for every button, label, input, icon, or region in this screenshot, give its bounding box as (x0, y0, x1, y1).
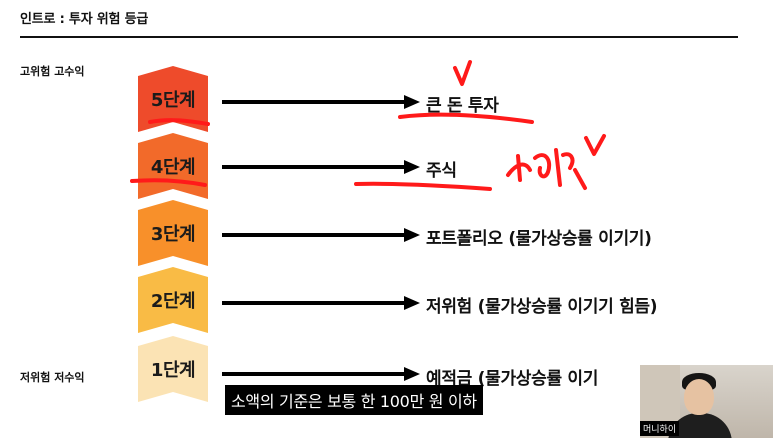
webcam-name-tag: 머니하이 (640, 421, 680, 436)
level-4-chevron: 4단계 (138, 133, 208, 199)
slide-title: 인트로 : 투자 위험 등급 (20, 12, 149, 27)
level-3-target: 포트폴리오 (물가상승률 이기기) (426, 229, 652, 249)
level-2-chevron: 2단계 (138, 267, 208, 333)
level-2-target: 저위험 (물가상승률 이기기 힘듬) (426, 297, 658, 317)
arrow-4 (222, 160, 420, 174)
level-3-label: 3단계 (150, 224, 196, 245)
title-divider (20, 36, 738, 38)
subtitle-caption: 소액의 기준은 보통 한 100만 원 이하 (225, 385, 483, 415)
level-1-target: 예적금 (물가상승률 이기 (426, 369, 599, 389)
arrow-1 (222, 367, 420, 381)
level-4-target: 주식 (426, 161, 457, 181)
level-3-chevron: 3단계 (138, 200, 208, 266)
arrow-2 (222, 296, 420, 310)
level-5-target: 큰 돈 투자 (426, 96, 499, 116)
low-risk-label: 저위험 저수익 (20, 371, 85, 384)
presenter-webcam: 머니하이 (640, 365, 773, 438)
level-4-label: 4단계 (150, 157, 196, 178)
checkmark-5 (453, 60, 472, 86)
level-5-label: 5단계 (150, 90, 196, 111)
arrow-5 (222, 95, 420, 109)
underline-4 (354, 181, 492, 191)
arrow-3 (222, 228, 420, 242)
level-2-label: 2단계 (150, 291, 196, 312)
handwritten-note-small-amount (506, 148, 587, 190)
high-risk-label: 고위험 고수익 (20, 65, 85, 78)
checkmark-4 (584, 134, 606, 156)
level-5-chevron: 5단계 (138, 66, 208, 132)
level-1-chevron: 1단계 (138, 336, 208, 402)
level-1-label: 1단계 (150, 360, 196, 381)
